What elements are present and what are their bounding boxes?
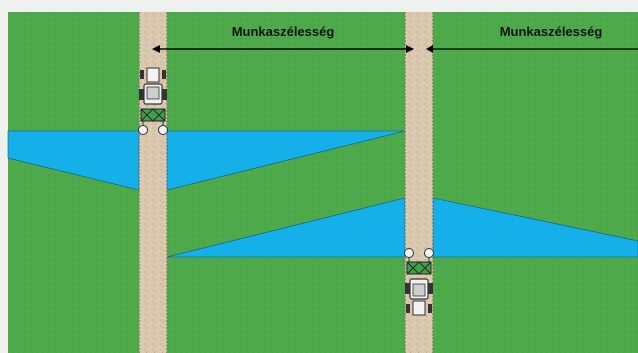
- width-label-left: Munkaszélesség: [232, 24, 335, 39]
- tramline-left: [139, 12, 167, 353]
- width-label-right: Munkaszélesség: [500, 24, 603, 39]
- field: [8, 12, 638, 353]
